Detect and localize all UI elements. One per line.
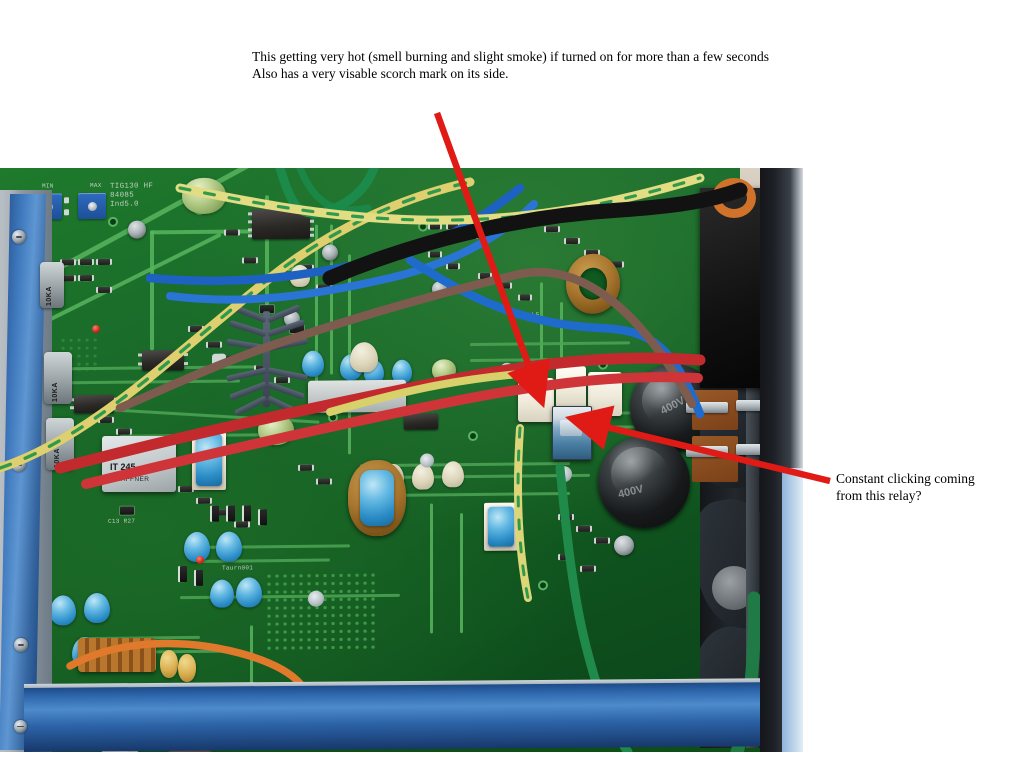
schaffner-label-part: IT 245 — [110, 462, 136, 472]
terminal-lug-2 — [736, 400, 776, 411]
chassis-screw-bottom-rail — [14, 720, 27, 733]
circuit-board-photo: TIG130 HF 84085 Ind5.0 MIN MAX — [0, 168, 803, 752]
schaffner-label-brand: SCHAFFNER — [106, 476, 150, 483]
yellow-bead-1 — [160, 650, 178, 678]
chassis-bottom-panel — [24, 681, 803, 752]
annotation-relay-note: Constant clicking coming from this relay… — [836, 471, 975, 503]
chassis-right-blue-panel — [782, 468, 803, 752]
chassis-screw-top-left — [12, 230, 26, 244]
potentiometer-can-1[interactable] — [40, 262, 64, 308]
annotation-top-note: This getting very hot (smell burning and… — [252, 49, 770, 81]
chassis-screw-bottom-left — [14, 638, 28, 652]
potentiometer-can-2[interactable] — [44, 352, 72, 404]
yellow-bead-2 — [178, 654, 196, 682]
terminal-lug-1 — [686, 402, 728, 413]
wiring-harness — [0, 168, 761, 752]
